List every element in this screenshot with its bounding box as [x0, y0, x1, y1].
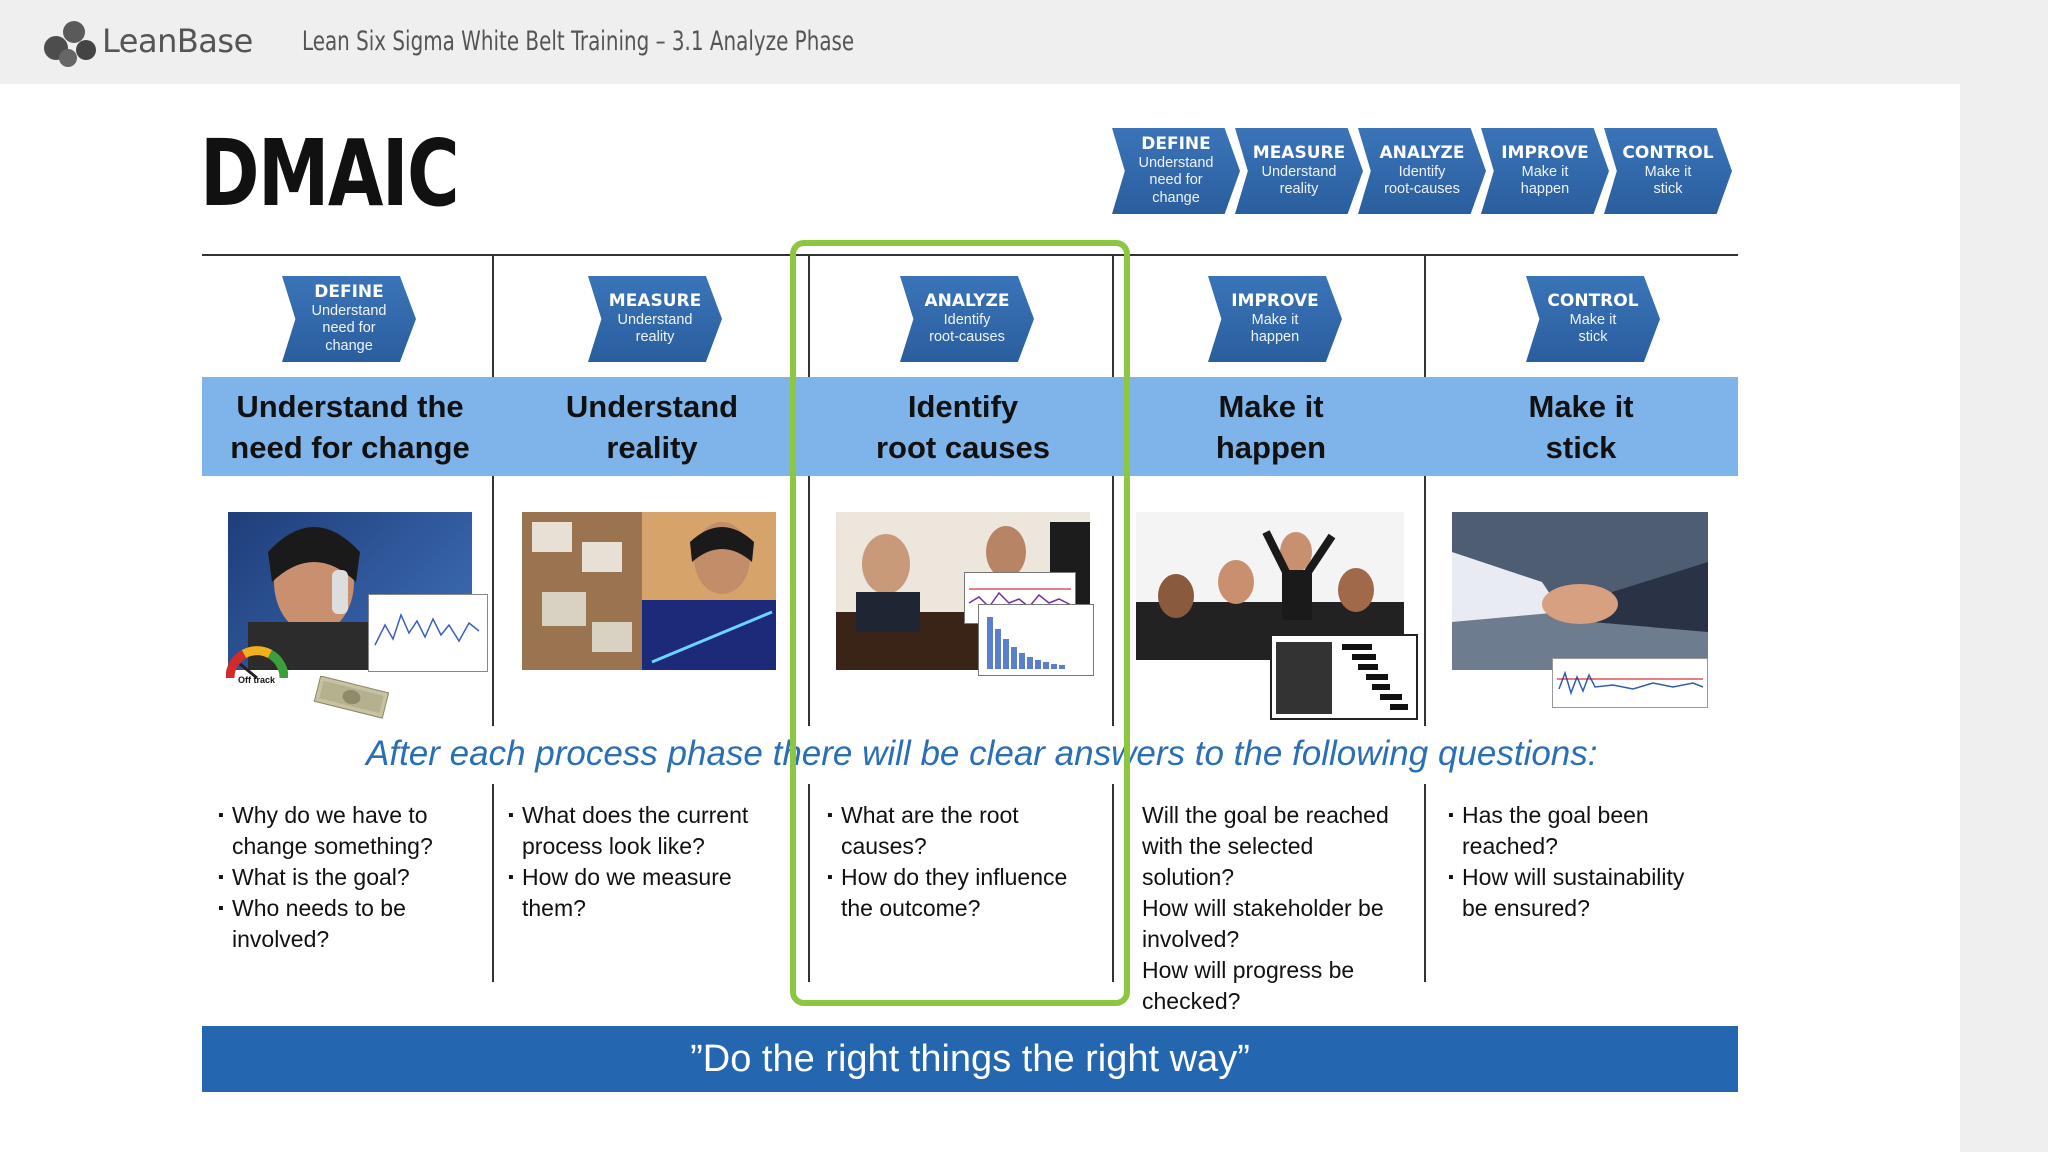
- column-chevron-define: DEFINE Understand need for change: [282, 276, 416, 362]
- speedometer-gauge-icon: [226, 638, 288, 686]
- chevron-define: DEFINE Understand need for change: [1112, 128, 1240, 214]
- phase-goal-band: [202, 377, 1738, 476]
- column-divider: [492, 256, 494, 726]
- footer-quote-band: ”Do the right things the right way”: [202, 1026, 1738, 1092]
- column-divider: [1424, 256, 1426, 726]
- logo-text: LeanBase: [102, 22, 253, 60]
- questions-subheading: After each process phase there will be c…: [366, 734, 1598, 773]
- chevron-measure: MEASURE Understand reality: [1235, 128, 1363, 214]
- column-divider: [808, 784, 810, 982]
- trend-chart-thumbnail: [368, 594, 488, 672]
- stressed-worker-photo: [228, 512, 472, 670]
- column-divider: [1112, 784, 1114, 982]
- chevron-improve: IMPROVE Make it happen: [1481, 128, 1609, 214]
- course-title: Lean Six Sigma White Belt Training – 3.1…: [302, 26, 855, 57]
- column-divider: [1424, 784, 1426, 982]
- handshake-photo: [1452, 512, 1708, 670]
- slide-title: DMAIC: [200, 120, 460, 227]
- cash-stack-icon: [308, 676, 394, 722]
- gauge-label: Off track: [238, 675, 276, 685]
- analyze-highlight-frame: [790, 240, 1130, 1006]
- chevron-analyze: ANALYZE Identify root-causes: [1358, 128, 1486, 214]
- chevron-control: CONTROL Make it stick: [1604, 128, 1732, 214]
- run-chart-thumbnail: [1552, 658, 1708, 708]
- celebrating-team-photo: [1136, 512, 1404, 660]
- column-chevron-improve: IMPROVE Make it happen: [1208, 276, 1342, 362]
- column-chevron-control: CONTROL Make it stick: [1526, 276, 1660, 362]
- pareto-chart-thumbnail: [978, 604, 1094, 676]
- column-chevron-measure: MEASURE Understand reality: [588, 276, 722, 362]
- list-item: What is the goal?: [218, 862, 433, 893]
- gantt-chart-thumbnail: [1270, 634, 1418, 720]
- column-divider: [1112, 256, 1114, 726]
- column-divider: [808, 256, 810, 726]
- column-divider: [492, 784, 494, 982]
- right-margin: [1960, 84, 2048, 1152]
- header-bar: LeanBase Lean Six Sigma White Belt Train…: [0, 0, 2048, 84]
- column-chevron-analyze: ANALYZE Identify root-causes: [900, 276, 1034, 362]
- workplace-collage-photo: [522, 512, 776, 670]
- leanbase-logo-icon: [44, 21, 96, 67]
- header-divider: [202, 254, 1738, 256]
